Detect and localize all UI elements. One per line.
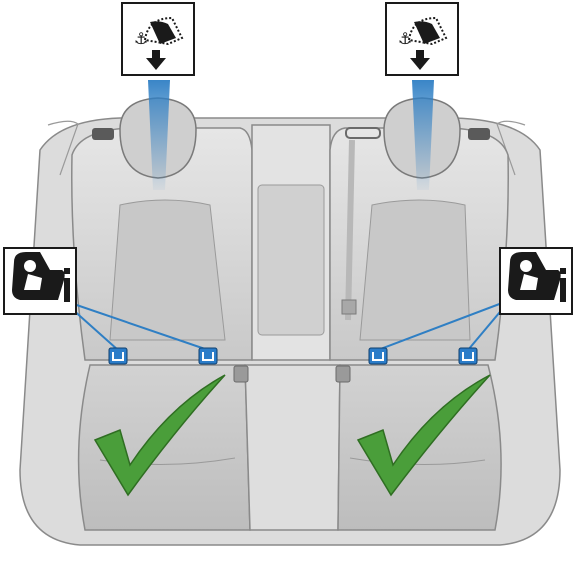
center-buckle bbox=[336, 366, 350, 382]
left-top-tether-anchor-icon: ⚓ bbox=[122, 3, 194, 75]
right-top-tether-anchor-icon: ⚓ bbox=[386, 3, 458, 75]
left-isofix-child-seat-icon bbox=[4, 248, 76, 314]
isofix-anchor-right-inner bbox=[369, 348, 387, 364]
isofix-anchor-left-inner bbox=[199, 348, 217, 364]
center-seat-cushion bbox=[245, 365, 340, 530]
isofix-anchor-left-outer bbox=[109, 348, 127, 364]
right-shelf-vent bbox=[468, 128, 490, 140]
left-shelf-vent bbox=[92, 128, 114, 140]
right-isofix-child-seat-icon bbox=[500, 248, 572, 314]
left-buckle bbox=[234, 366, 248, 382]
seat-belt-latch bbox=[342, 300, 356, 314]
left-seatback-panel bbox=[110, 200, 225, 340]
isofix-anchor-right-outer bbox=[459, 348, 477, 364]
seat-belt-strap bbox=[348, 140, 352, 320]
svg-text:⚓: ⚓ bbox=[134, 29, 148, 48]
center-armrest-panel bbox=[258, 185, 324, 335]
right-seatback-panel bbox=[360, 200, 470, 340]
svg-text:⚓: ⚓ bbox=[398, 29, 412, 48]
